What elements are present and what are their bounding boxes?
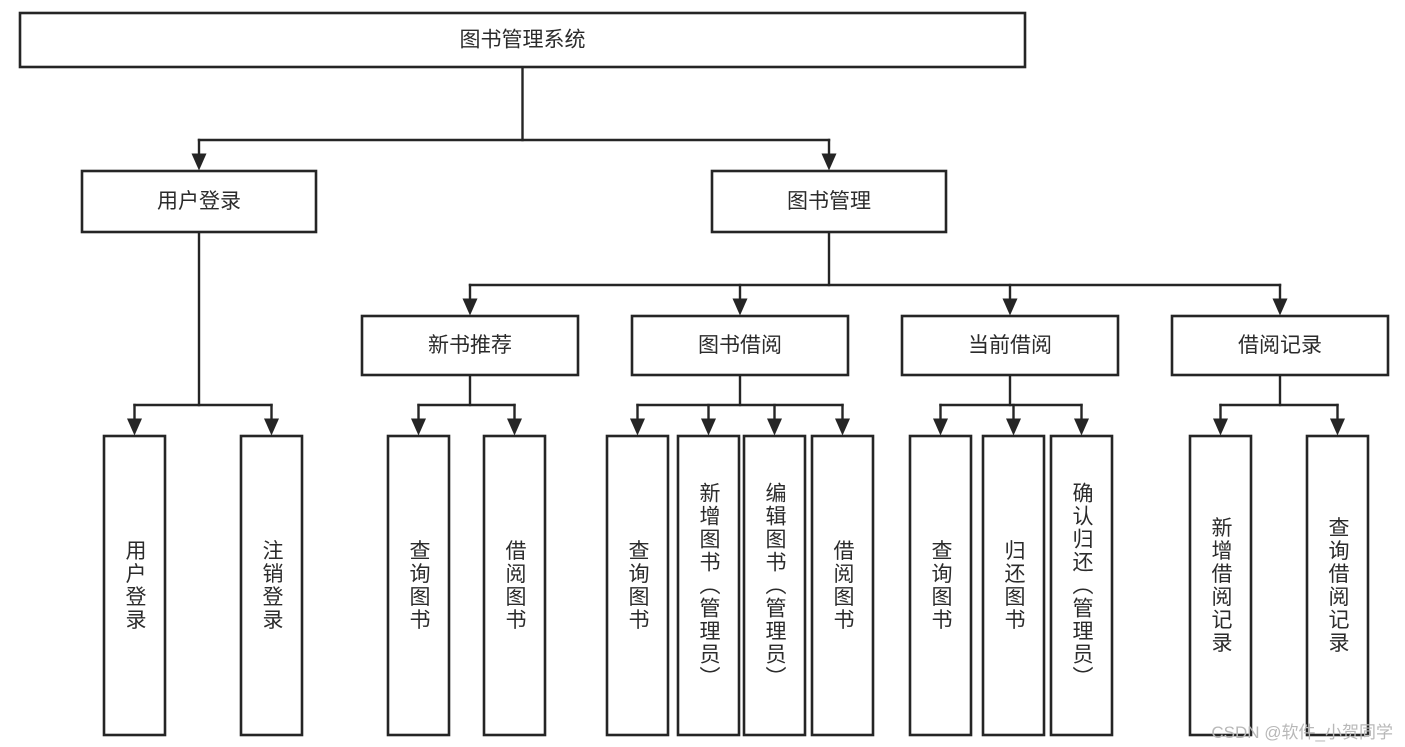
node-leaf-edit-book[interactable]: 编辑图书（管理员）: [742, 434, 807, 737]
node-book-borrow[interactable]: 图书借阅: [630, 314, 850, 377]
node-leaf-logout[interactable]: 注销登录: [239, 434, 304, 737]
node-leaf-confirm-return[interactable]: 确认归还（管理员）: [1049, 434, 1114, 737]
watermark-text: CSDN @软件_小贺同学: [1211, 723, 1393, 742]
node-label-leaf-query-book-1: 查询图书: [407, 540, 431, 632]
node-box-leaf-borrow-book-1[interactable]: [482, 434, 547, 737]
node-label-leaf-query-book-3: 查询图书: [929, 540, 953, 632]
node-box-leaf-query-record[interactable]: [1305, 434, 1370, 737]
node-label-leaf-confirm-return: 确认归还（管理员）: [1070, 482, 1094, 689]
node-leaf-add-record[interactable]: 新增借阅记录: [1188, 434, 1253, 737]
node-label-leaf-query-record: 查询借阅记录: [1326, 517, 1350, 655]
node-box-leaf-borrow-book-2[interactable]: [810, 434, 875, 737]
node-leaf-query-book-2[interactable]: 查询图书: [605, 434, 670, 737]
node-box-borrow-record[interactable]: [1170, 314, 1390, 377]
node-leaf-add-book[interactable]: 新增图书（管理员）: [676, 434, 741, 737]
node-root[interactable]: 图书管理系统: [18, 11, 1027, 69]
node-box-leaf-query-book-1[interactable]: [386, 434, 451, 737]
node-leaf-borrow-book-1[interactable]: 借阅图书: [482, 434, 547, 737]
node-label-leaf-user-login: 用户登录: [123, 540, 147, 632]
node-label-current-borrow: 当前借阅: [968, 334, 1052, 357]
node-leaf-borrow-book-2[interactable]: 借阅图书: [810, 434, 875, 737]
node-label-new-book-rec: 新书推荐: [428, 334, 512, 357]
node-box-leaf-query-book-3[interactable]: [908, 434, 973, 737]
node-leaf-query-book-3[interactable]: 查询图书: [908, 434, 973, 737]
connectors-layer: [127, 65, 1345, 436]
node-user-login[interactable]: 用户登录: [80, 169, 318, 234]
nodes-layer: 图书管理系统用户登录图书管理新书推荐图书借阅当前借阅借阅记录用户登录注销登录查询…: [18, 11, 1390, 737]
node-label-leaf-add-book: 新增图书（管理员）: [697, 482, 721, 689]
node-label-leaf-borrow-book-1: 借阅图书: [503, 540, 527, 632]
node-label-root: 图书管理系统: [460, 29, 586, 52]
node-box-root[interactable]: [18, 11, 1027, 69]
node-leaf-return-book[interactable]: 归还图书: [981, 434, 1046, 737]
node-book-manage[interactable]: 图书管理: [710, 169, 948, 234]
node-label-user-login: 用户登录: [157, 190, 241, 213]
node-new-book-rec[interactable]: 新书推荐: [360, 314, 580, 377]
node-label-leaf-edit-book: 编辑图书（管理员）: [763, 482, 787, 689]
node-box-leaf-add-record[interactable]: [1188, 434, 1253, 737]
node-label-leaf-return-book: 归还图书: [1002, 540, 1026, 632]
node-box-leaf-user-login[interactable]: [102, 434, 167, 737]
node-box-leaf-confirm-return[interactable]: [1049, 434, 1114, 737]
node-box-book-manage[interactable]: [710, 169, 948, 234]
node-leaf-query-record[interactable]: 查询借阅记录: [1305, 434, 1370, 737]
node-label-leaf-borrow-book-2: 借阅图书: [831, 540, 855, 632]
node-label-book-manage: 图书管理: [787, 190, 871, 213]
node-leaf-user-login[interactable]: 用户登录: [102, 434, 167, 737]
node-box-leaf-edit-book[interactable]: [742, 434, 807, 737]
node-box-book-borrow[interactable]: [630, 314, 850, 377]
node-label-leaf-logout: 注销登录: [260, 540, 284, 632]
node-box-leaf-logout[interactable]: [239, 434, 304, 737]
node-label-leaf-query-book-2: 查询图书: [626, 540, 650, 632]
node-box-user-login[interactable]: [80, 169, 318, 234]
node-box-leaf-return-book[interactable]: [981, 434, 1046, 737]
node-label-borrow-record: 借阅记录: [1238, 334, 1322, 357]
node-leaf-query-book-1[interactable]: 查询图书: [386, 434, 451, 737]
node-box-leaf-query-book-2[interactable]: [605, 434, 670, 737]
node-box-leaf-add-book[interactable]: [676, 434, 741, 737]
node-box-new-book-rec[interactable]: [360, 314, 580, 377]
node-borrow-record[interactable]: 借阅记录: [1170, 314, 1390, 377]
node-label-book-borrow: 图书借阅: [698, 334, 782, 357]
node-box-current-borrow[interactable]: [900, 314, 1120, 377]
node-current-borrow[interactable]: 当前借阅: [900, 314, 1120, 377]
node-label-leaf-add-record: 新增借阅记录: [1209, 517, 1233, 655]
